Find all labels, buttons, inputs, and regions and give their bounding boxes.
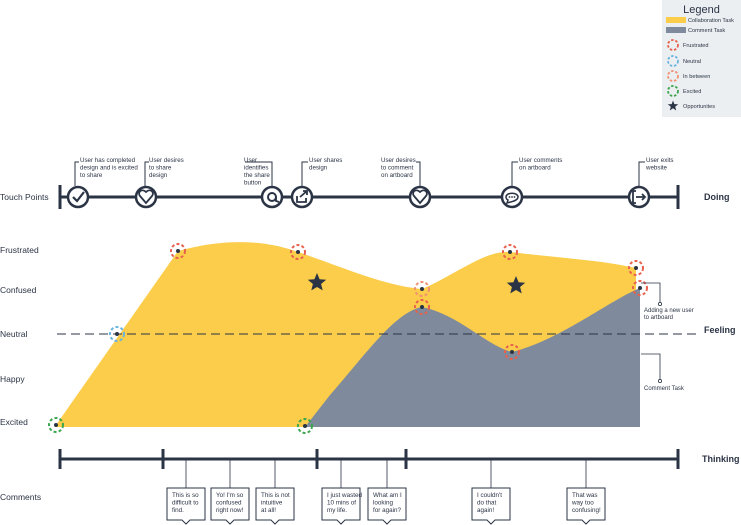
emotion-marker[interactable]	[414, 281, 430, 297]
svg-text:In between: In between	[683, 74, 710, 80]
chat-bubble-icon	[505, 192, 519, 205]
legend-item: Opportunites	[667, 100, 715, 111]
check-icon	[72, 191, 85, 203]
label-frustrated: Frustrated	[0, 245, 39, 255]
caption-desire-share: User desires to share design	[149, 157, 185, 179]
touch-point-desire-comment[interactable]	[408, 185, 432, 209]
svg-text:Comment Task: Comment Task	[688, 28, 725, 34]
svg-text:Opportunites: Opportunites	[683, 104, 715, 110]
emotion-marker[interactable]	[414, 299, 430, 315]
label-touch-points: Touch Points	[0, 192, 49, 202]
touch-point-captions: User has completed design and is excited…	[80, 157, 675, 187]
touch-point-exit[interactable]	[627, 185, 651, 209]
annotations: Adding a new user to artboard Comment Ta…	[644, 308, 695, 392]
label-doing: Doing	[704, 192, 730, 202]
annotation-comment-task: Comment Task	[644, 386, 685, 392]
emotion-marker[interactable]	[628, 260, 644, 276]
touch-point-comment[interactable]	[500, 185, 524, 209]
emotion-marker[interactable]	[632, 280, 648, 296]
svg-text:Excited: Excited	[683, 89, 701, 95]
new-user-leader	[641, 282, 661, 303]
share-icon	[296, 190, 308, 203]
svg-text:Frustrated: Frustrated	[683, 43, 709, 49]
caption-desire-comment: User desires to comment on artboard	[381, 157, 417, 179]
opportunity-star-icon[interactable]	[307, 273, 327, 291]
svg-text:Neutral: Neutral	[683, 59, 701, 65]
opportunity-star-icon[interactable]	[506, 276, 526, 294]
caption-exits: User exits website	[645, 157, 675, 172]
legend-item: Excited	[667, 85, 701, 97]
comment-task-area	[305, 288, 640, 427]
label-confused: Confused	[0, 285, 37, 295]
label-thinking: Thinking	[702, 454, 740, 464]
label-excited: Excited	[0, 417, 28, 427]
comment-task-leader	[641, 353, 661, 380]
legend-title: Legend	[683, 4, 720, 16]
emotion-marker[interactable]	[109, 326, 125, 342]
heart-icon	[138, 189, 154, 205]
emotion-marker[interactable]	[504, 344, 520, 360]
legend-item: Comment Task	[666, 27, 725, 34]
touch-point-identify-share[interactable]	[260, 185, 284, 209]
caption-comments: User comments on artboard	[519, 157, 564, 172]
touch-point-connectors	[74, 161, 645, 186]
emotion-marker[interactable]	[297, 418, 313, 434]
emotion-marker[interactable]	[502, 244, 518, 260]
label-neutral: Neutral	[0, 329, 28, 339]
touch-point-desire-share[interactable]	[134, 185, 158, 209]
svg-text:Collaboration Task: Collaboration Task	[688, 18, 734, 24]
label-happy: Happy	[0, 374, 25, 384]
row-labels: Touch Points Frustrated Confused Neutral…	[0, 192, 49, 502]
legend-item: Collaboration Task	[666, 17, 734, 24]
emotion-markers	[48, 243, 648, 434]
emotion-marker[interactable]	[48, 417, 64, 433]
emotion-marker[interactable]	[290, 244, 306, 260]
heart-icon	[412, 189, 428, 205]
legend-item: In between	[667, 70, 710, 82]
caption-completed-design: User has completed design and is excited…	[80, 157, 140, 179]
label-comments: Comments	[0, 492, 41, 502]
touch-point-share[interactable]	[290, 185, 314, 209]
touch-point-check[interactable]	[66, 185, 90, 209]
emotion-marker[interactable]	[170, 243, 186, 259]
caption-identify-share: User identifies the share button	[244, 157, 272, 187]
star-icon	[667, 100, 679, 111]
label-feeling: Feeling	[704, 325, 736, 335]
side-labels: Doing Feeling Thinking	[702, 192, 740, 464]
annotation-new-user: Adding a new user to artboard	[644, 308, 695, 321]
exit-icon	[632, 190, 647, 204]
caption-shares-design: User shares design	[309, 157, 344, 172]
thinking-timeline-ticks	[58, 449, 680, 469]
legend-item: Neutral	[667, 55, 701, 67]
legend-item: Frustrated	[667, 39, 709, 51]
